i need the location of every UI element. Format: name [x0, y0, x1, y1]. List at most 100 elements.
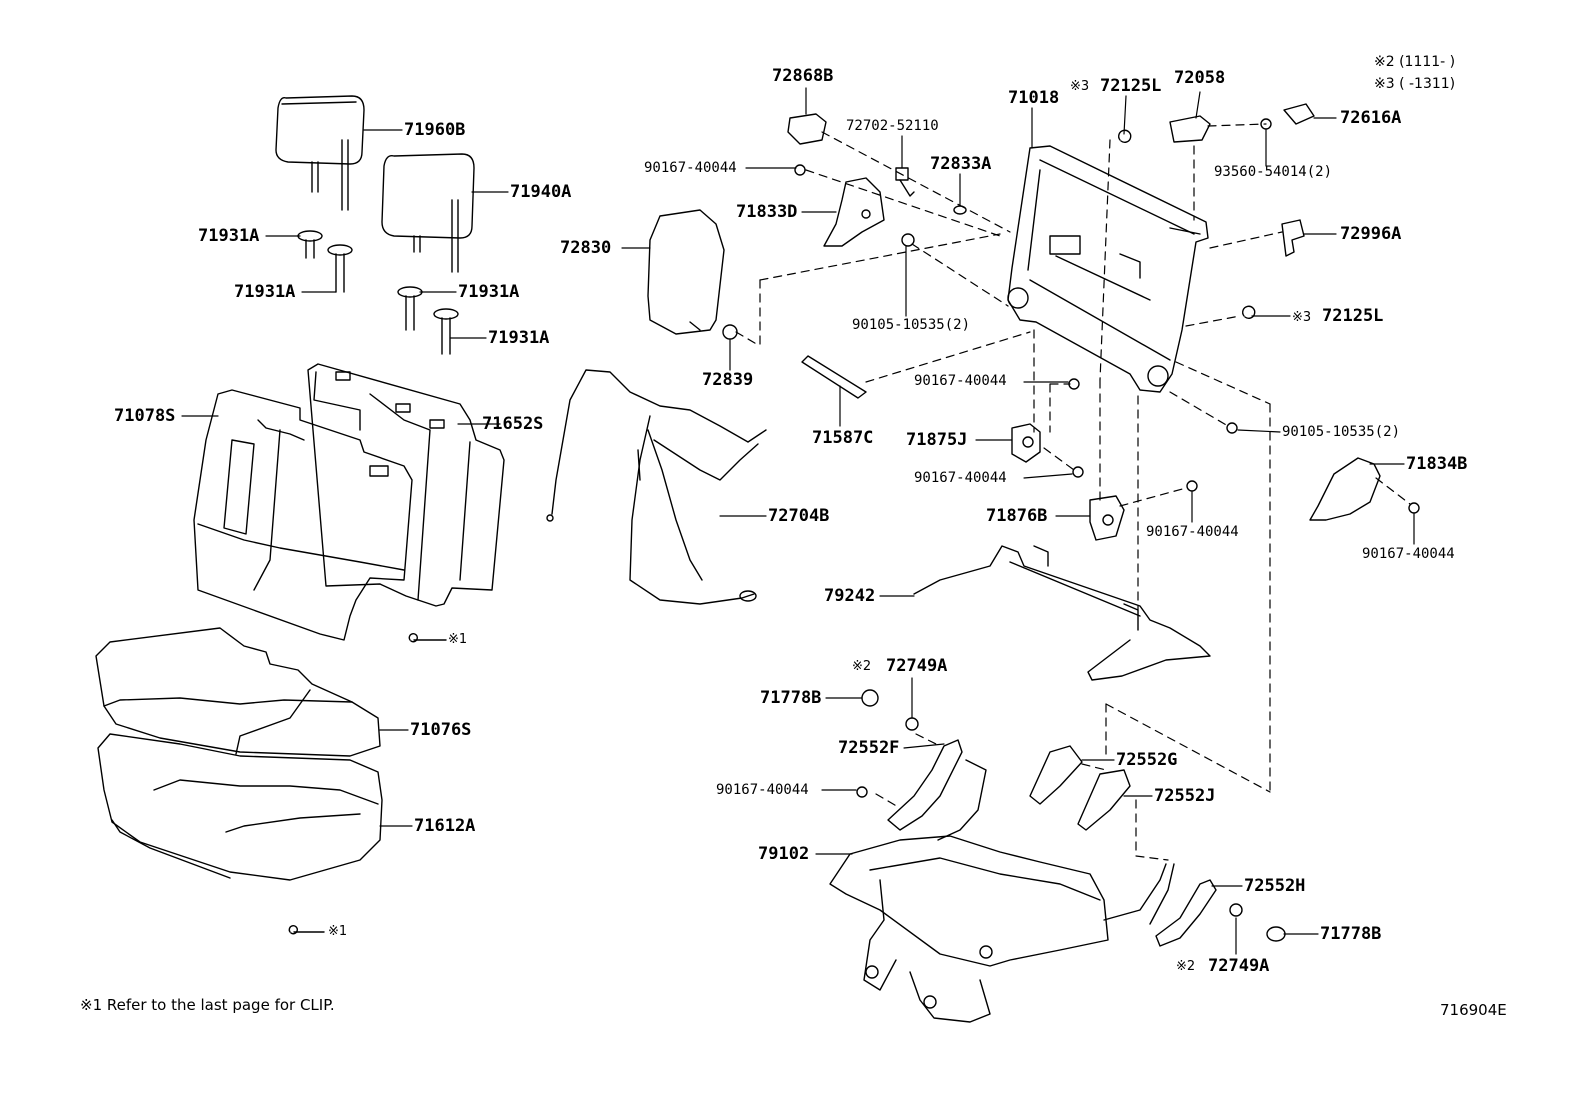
- label-71018[interactable]: 71018: [1008, 88, 1060, 108]
- assembly-lines: [735, 123, 1411, 861]
- bracket-72552G: [1029, 745, 1083, 805]
- label-90167-40044-5[interactable]: 90167-40044: [1362, 546, 1455, 562]
- label-72125L-1-mark: ※3: [1070, 79, 1090, 94]
- bracket-72552J: [1077, 769, 1131, 831]
- label-90167-40044-3[interactable]: 90167-40044: [914, 470, 1007, 486]
- cap-72125L-a: [1118, 129, 1132, 143]
- label-90167-40044-1[interactable]: 90167-40044: [644, 160, 737, 176]
- cover-72616A: [1283, 103, 1315, 125]
- cable-72704B: [546, 369, 767, 605]
- label-clip1-b[interactable]: ※1: [328, 924, 348, 939]
- cover-71876B: [1089, 495, 1125, 541]
- seatback-71078S: [193, 389, 413, 641]
- label-clip1-a[interactable]: ※1: [448, 632, 468, 647]
- cushion-71612A: [97, 733, 383, 881]
- clip-marker-b: [288, 925, 298, 935]
- label-72552G[interactable]: 72552G: [1116, 750, 1178, 770]
- nut-72749A-b: [1229, 903, 1243, 917]
- label-72552H[interactable]: 72552H: [1244, 876, 1306, 896]
- leader-lines: [181, 87, 1415, 955]
- bolt-90167-e: [1408, 502, 1420, 514]
- nut-72749A-a: [905, 717, 919, 731]
- label-71834B[interactable]: 71834B: [1406, 454, 1468, 474]
- strap-71587C: [801, 355, 867, 399]
- label-90105-10535-2[interactable]: 90105-10535(2): [1282, 424, 1401, 440]
- figure-id: 716904E: [1440, 1001, 1507, 1019]
- cushion-71076S: [95, 627, 381, 757]
- label-79102[interactable]: 79102: [758, 844, 810, 864]
- label-72702-52110[interactable]: 72702-52110: [846, 118, 939, 134]
- bolt-90167-f: [856, 786, 868, 798]
- headrest-71960B: [275, 95, 365, 211]
- label-71652S[interactable]: 71652S: [482, 414, 544, 434]
- label-71960B[interactable]: 71960B: [404, 120, 466, 140]
- label-93560-54014[interactable]: 93560-54014(2): [1214, 164, 1333, 180]
- label-72552F[interactable]: 72552F: [838, 738, 900, 758]
- label-72749A-2[interactable]: 72749A: [1208, 956, 1270, 976]
- bolt-90105-b: [1226, 422, 1238, 434]
- label-72996A[interactable]: 72996A: [1340, 224, 1402, 244]
- label-71076S[interactable]: 71076S: [410, 720, 472, 740]
- bolt-90167-c: [1072, 466, 1084, 478]
- label-72749A-2-mark: ※2: [1176, 959, 1196, 974]
- label-72058[interactable]: 72058: [1174, 68, 1226, 88]
- label-71875J[interactable]: 71875J: [906, 430, 968, 450]
- label-72839[interactable]: 72839: [702, 370, 754, 390]
- cover-72058: [1169, 115, 1211, 143]
- headrest-71940A: [381, 153, 475, 273]
- label-90167-40044-4[interactable]: 90167-40044: [1146, 524, 1239, 540]
- label-71078S[interactable]: 71078S: [114, 406, 176, 426]
- label-72125L-1[interactable]: 72125L: [1100, 76, 1162, 96]
- cover-71834B: [1309, 457, 1381, 521]
- seatback-71652S: [307, 363, 505, 607]
- cover-72868B: [787, 113, 827, 145]
- label-71931A-4[interactable]: 71931A: [488, 328, 550, 348]
- cap-71778B-b: [1266, 926, 1286, 942]
- rod-79242: [913, 545, 1211, 681]
- label-72833A[interactable]: 72833A: [930, 154, 992, 174]
- label-71931A-3[interactable]: 71931A: [458, 282, 520, 302]
- bolt-90167-a: [794, 164, 806, 176]
- bolt-90167-d: [1186, 480, 1198, 492]
- frame-71018: [1007, 145, 1209, 393]
- label-71833D[interactable]: 71833D: [736, 202, 798, 222]
- label-90167-40044-2[interactable]: 90167-40044: [914, 373, 1007, 389]
- frame-79102: [829, 835, 1167, 1023]
- label-72830[interactable]: 72830: [560, 238, 612, 258]
- cover-72996A: [1281, 219, 1305, 257]
- bracket-72552H: [1149, 863, 1217, 947]
- label-72749A-1[interactable]: 72749A: [886, 656, 948, 676]
- screw-93560: [1260, 118, 1272, 130]
- label-72868B[interactable]: 72868B: [772, 66, 834, 86]
- label-72749A-1-mark: ※2: [852, 659, 872, 674]
- label-72616A[interactable]: 72616A: [1340, 108, 1402, 128]
- label-71587C[interactable]: 71587C: [812, 428, 874, 448]
- footnote-clip: ※1 Refer to the last page for CLIP.: [80, 996, 335, 1014]
- cap-72125L-b: [1242, 305, 1256, 319]
- bolt-90105-a: [901, 233, 915, 247]
- cushion-72830: [647, 209, 725, 335]
- label-71778B-2[interactable]: 71778B: [1320, 924, 1382, 944]
- label-90167-40044-6[interactable]: 90167-40044: [716, 782, 809, 798]
- label-71612A[interactable]: 71612A: [414, 816, 476, 836]
- clip-marker-a: [408, 633, 418, 643]
- label-71940A[interactable]: 71940A: [510, 182, 572, 202]
- cap-71778B-a: [861, 689, 879, 707]
- label-79242[interactable]: 79242: [824, 586, 876, 606]
- label-71876B[interactable]: 71876B: [986, 506, 1048, 526]
- note-range-2: ※2 (1111- ): [1374, 54, 1456, 70]
- label-72125L-2-mark: ※3: [1292, 310, 1312, 325]
- cover-71833D: [823, 177, 885, 247]
- label-72552J[interactable]: 72552J: [1154, 786, 1216, 806]
- bracket-72552F: [887, 739, 987, 841]
- label-72125L-2[interactable]: 72125L: [1322, 306, 1384, 326]
- fastener-72839: [722, 324, 738, 340]
- label-72704B[interactable]: 72704B: [768, 506, 830, 526]
- label-71931A-2[interactable]: 71931A: [234, 282, 296, 302]
- label-71931A-1[interactable]: 71931A: [198, 226, 260, 246]
- cover-71875J: [1011, 423, 1041, 463]
- label-71778B-1[interactable]: 71778B: [760, 688, 822, 708]
- label-90105-10535-1[interactable]: 90105-10535(2): [852, 317, 971, 333]
